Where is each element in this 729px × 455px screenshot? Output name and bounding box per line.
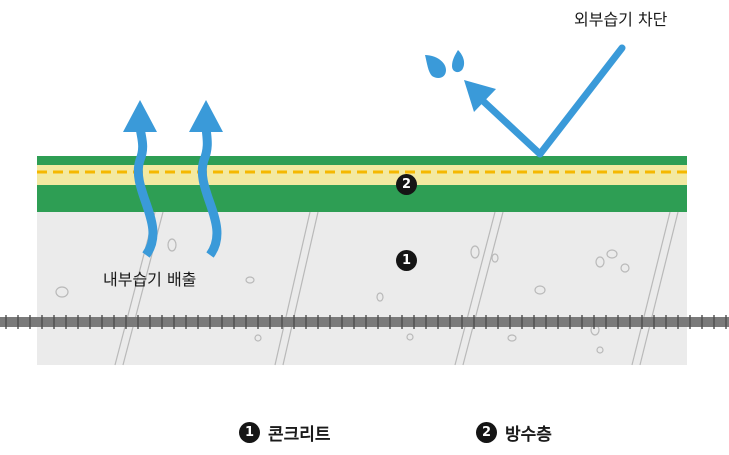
water-drop-icon [425,55,446,78]
legend-marker: 2 [476,422,497,443]
internal-moisture-arrows [133,124,222,258]
marker-concrete: 1 [396,250,417,271]
legend-label: 방수층 [505,425,552,445]
arrow-head-icon [464,80,496,112]
concrete-texture [55,211,679,366]
rebar [0,315,729,329]
external-moisture-arrow [478,44,626,158]
legend-item-waterproof: 2 방수층 [476,420,552,445]
water-drop-icon [452,50,465,73]
legend-item-concrete: 1 콘크리트 [239,420,331,445]
concrete-layer [37,212,687,365]
external-moisture-label: 외부습기 차단 [574,10,668,29]
legend-label: 콘크리트 [268,425,331,445]
internal-moisture-label: 내부습기 배출 [103,270,197,289]
wavy-arrow-icon [197,124,222,258]
membrane-bottom-green [37,185,687,212]
arrow-head-icon [189,100,223,132]
membrane-top-green [37,156,687,165]
marker-waterproof: 2 [396,174,417,195]
arrow-head-icon [123,100,157,132]
wavy-arrow-icon [133,124,158,258]
legend-marker: 1 [239,422,260,443]
